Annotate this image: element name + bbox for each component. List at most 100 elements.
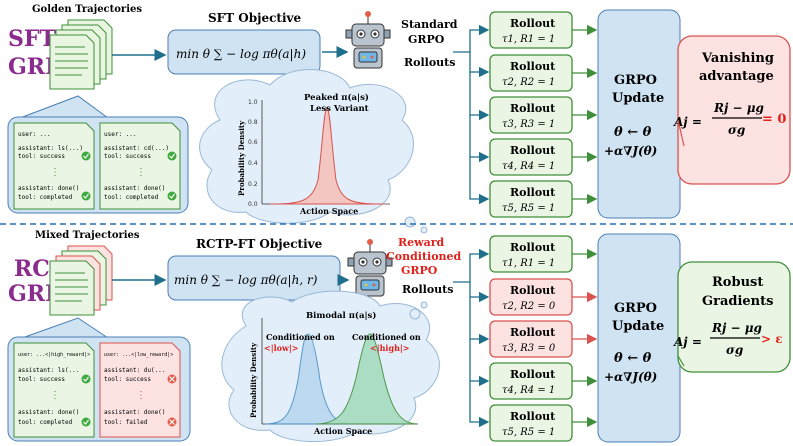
bottom-update-title-1: GRPO xyxy=(614,301,657,316)
bottom-header-red-2: Conditioned xyxy=(386,250,462,263)
svg-text:tool: completed: tool: completed xyxy=(18,194,73,201)
top-plot-yticks: 0.0 0.2 0.4 0.6 0.8 1.0 xyxy=(248,99,258,208)
svg-text:assistant: du(...: assistant: du(... xyxy=(104,367,165,374)
svg-text:τ3, R3 = 1: τ3, R3 = 1 xyxy=(502,119,555,130)
svg-text:assistant: ls(...): assistant: ls(...) xyxy=(18,145,83,152)
svg-text:Rollout: Rollout xyxy=(510,102,556,115)
top-update-rule-2: +α∇J(θ) xyxy=(604,144,657,158)
bottom-doc-good: user: ...<|high_reward|> assistant: ls(.… xyxy=(13,342,95,438)
svg-text:τ1, R1 = 1: τ1, R1 = 1 xyxy=(502,34,555,45)
svg-text:assistant: done(): assistant: done() xyxy=(104,409,165,416)
svg-text:assistant: ls(...: assistant: ls(... xyxy=(18,367,79,374)
svg-text:tool: success: tool: success xyxy=(104,153,151,160)
svg-text:⋮: ⋮ xyxy=(136,390,146,401)
bottom-plot-right-label-1: Conditioned on xyxy=(352,332,421,342)
svg-text:Rollout: Rollout xyxy=(510,186,556,199)
top-doc-right: user: ... assistant: cd(...) tool: succe… xyxy=(99,122,181,210)
top-objective-formula: min θ ∑ − log πθ(a|h) xyxy=(176,47,306,61)
svg-text:Rollout: Rollout xyxy=(510,241,556,254)
svg-text:⋮: ⋮ xyxy=(136,167,146,178)
top-advantage-title-2: advantage xyxy=(699,69,774,84)
top-update-box xyxy=(597,9,681,219)
bottom-doc-stack xyxy=(49,245,113,316)
top-doc-callout xyxy=(19,95,110,119)
top-update-title-2: Update xyxy=(612,91,664,106)
svg-text:tool: success: tool: success xyxy=(104,376,151,383)
top-rollout-1: Rollout τ1, R1 = 1 xyxy=(489,11,573,49)
bottom-fan-arrows xyxy=(453,248,490,428)
top-update-title-1: GRPO xyxy=(614,73,657,88)
svg-text:tool: completed: tool: completed xyxy=(18,419,73,426)
top-rollouts-header-3: Rollouts xyxy=(404,56,455,69)
top-doc-stack xyxy=(49,19,113,90)
svg-text:Rollout: Rollout xyxy=(510,144,556,157)
svg-text:Rollout: Rollout xyxy=(510,60,556,73)
svg-text:Rollout: Rollout xyxy=(510,326,556,339)
svg-text:0.0: 0.0 xyxy=(248,201,258,208)
bottom-trajectories-label: Mixed Trajectories xyxy=(35,230,140,241)
bottom-header-rollouts: Rollouts xyxy=(402,283,453,296)
bottom-advantage-den: σg xyxy=(726,343,743,357)
svg-text:assistant: cd(...): assistant: cd(...) xyxy=(104,145,169,152)
bottom-advantage-title-1: Robust xyxy=(712,275,763,290)
bottom-rollout-3: Rollout τ3, R3 = 0 xyxy=(489,320,573,358)
bottom-rollout-to-update-arrows xyxy=(572,248,598,428)
top-rollouts-header-1: Standard xyxy=(401,18,458,31)
svg-text:τ5, R5 = 1: τ5, R5 = 1 xyxy=(502,203,555,214)
bottom-plot-right-label-2: <|high|> xyxy=(370,343,410,353)
bottom-plot-curve-high xyxy=(315,333,419,425)
svg-text:user: ...: user: ... xyxy=(18,131,51,138)
svg-text:0.6: 0.6 xyxy=(248,139,258,146)
bottom-update-title-2: Update xyxy=(612,319,664,334)
top-rollout-3: Rollout τ3, R3 = 1 xyxy=(489,96,573,134)
svg-text:Rollout: Rollout xyxy=(510,368,556,381)
bottom-plot-left-label-2: <|low|> xyxy=(264,343,299,353)
svg-text:user: ...<|low_reward|>: user: ...<|low_reward|> xyxy=(104,352,173,358)
svg-text:user: ...: user: ... xyxy=(104,131,137,138)
bottom-advantage-num: Rj − μg xyxy=(711,321,762,335)
svg-text:tool: completed: tool: completed xyxy=(104,194,159,201)
svg-text:user: ...<|high_reward|>: user: ...<|high_reward|> xyxy=(18,352,90,358)
svg-text:assistant: done(): assistant: done() xyxy=(104,185,165,192)
svg-text:tool: failed: tool: failed xyxy=(104,419,148,426)
top-plot-cloud xyxy=(199,69,414,224)
top-rollout-4: Rollout τ4, R4 = 1 xyxy=(489,138,573,176)
svg-text:τ1, R1 = 1: τ1, R1 = 1 xyxy=(502,258,555,269)
bottom-rollout-1: Rollout τ1, R1 = 1 xyxy=(489,235,573,273)
top-rollouts-header-2: GRPO xyxy=(408,33,445,46)
top-plot-title-1: Peaked π(a|s) xyxy=(304,92,369,103)
bottom-advantage-arrow xyxy=(677,355,685,367)
top-rollout-2: Rollout τ2, R2 = 1 xyxy=(489,54,573,92)
top-update-rule-1: θ ← θ xyxy=(614,125,652,140)
top-plot-curve xyxy=(269,107,386,205)
svg-text:Rollout: Rollout xyxy=(510,284,556,297)
svg-text:τ4, R4 = 1: τ4, R4 = 1 xyxy=(502,385,555,396)
top-rollout-5: Rollout τ5, R5 = 1 xyxy=(489,180,573,218)
svg-text:assistant: done(): assistant: done() xyxy=(18,409,79,416)
svg-text:Rollout: Rollout xyxy=(510,17,556,30)
svg-text:tool: success: tool: success xyxy=(18,376,65,383)
bottom-robot-icon xyxy=(347,239,393,297)
bottom-update-rule-1: θ ← θ xyxy=(614,351,652,366)
top-advantage-lhs: Aj = xyxy=(673,115,702,129)
svg-text:1.0: 1.0 xyxy=(248,99,258,106)
svg-text:tool: success: tool: success xyxy=(18,153,65,160)
top-plot-ylabel: Probability Density xyxy=(237,120,246,196)
svg-text:τ4, R4 = 1: τ4, R4 = 1 xyxy=(502,161,555,172)
bottom-plot-xlabel: Action Space xyxy=(313,426,372,436)
bottom-advantage-title-2: Gradients xyxy=(702,294,773,309)
top-rollout-to-update-arrows xyxy=(572,24,598,205)
bottom-advantage-lhs: Aj = xyxy=(673,335,702,349)
top-advantage-num: Rj − μg xyxy=(713,101,764,115)
bottom-plot-curve-low xyxy=(265,333,353,425)
top-advantage-arrow xyxy=(677,119,685,147)
top-objective-box xyxy=(167,29,321,75)
bottom-rollout-2: Rollout τ2, R2 = 0 xyxy=(489,278,573,316)
bottom-objective-title: RCTP-FT Objective xyxy=(196,237,323,251)
bottom-update-box xyxy=(597,233,681,443)
top-advantage-box xyxy=(677,35,791,185)
svg-text:assistant: done(): assistant: done() xyxy=(18,185,79,192)
bottom-advantage-result: > ε xyxy=(761,332,783,346)
svg-text:0.4: 0.4 xyxy=(248,160,258,167)
